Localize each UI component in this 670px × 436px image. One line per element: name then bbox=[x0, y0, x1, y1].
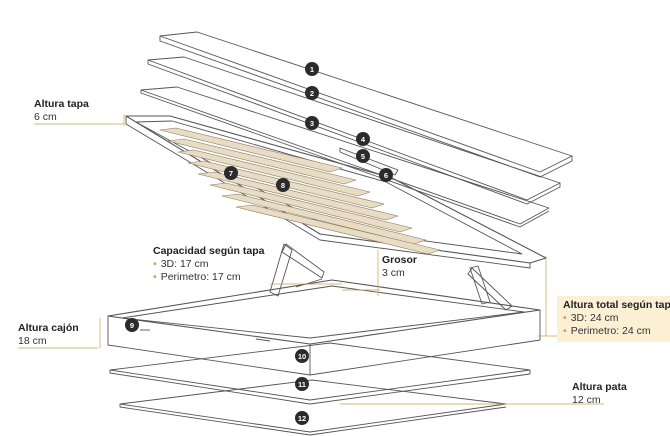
badge-12-text: 12 bbox=[298, 414, 306, 423]
label-altura-pata: Altura pata 12 cm bbox=[572, 381, 627, 407]
label-altura-total: Altura total según tapa 3D: 24 cm Perime… bbox=[557, 296, 670, 342]
label-altura-cajon-value: 18 cm bbox=[18, 335, 47, 347]
badge-4-text: 4 bbox=[361, 135, 366, 144]
label-altura-cajon-title: Altura cajón bbox=[18, 322, 79, 334]
label-grosor-value: 3 cm bbox=[382, 267, 405, 279]
piston-left bbox=[269, 243, 293, 297]
label-altura-pata-title: Altura pata bbox=[572, 381, 627, 393]
badge-7-text: 7 bbox=[229, 169, 233, 178]
label-capacidad-3d: 3D: 17 cm bbox=[153, 258, 264, 271]
badge-7: 7 bbox=[224, 166, 238, 180]
piston-right bbox=[469, 265, 491, 305]
label-altura-total-3d: 3D: 24 cm bbox=[563, 312, 670, 325]
badge-3-text: 3 bbox=[310, 119, 314, 128]
badge-4: 4 bbox=[356, 132, 370, 146]
label-altura-tapa-value: 6 cm bbox=[34, 111, 57, 123]
badge-1-text: 1 bbox=[310, 65, 314, 74]
badge-8-text: 8 bbox=[281, 181, 285, 190]
badge-2: 2 bbox=[305, 86, 319, 100]
label-altura-pata-value: 12 cm bbox=[572, 394, 601, 406]
label-capacidad-perimetro: Perimetro: 17 cm bbox=[153, 271, 264, 284]
label-grosor: Grosor 3 cm bbox=[382, 254, 417, 280]
badge-2-text: 2 bbox=[310, 89, 314, 98]
badge-12: 12 bbox=[295, 411, 309, 425]
badge-1: 1 bbox=[305, 62, 319, 76]
label-altura-total-title: Altura total según tapa bbox=[563, 299, 670, 311]
badge-6: 6 bbox=[379, 168, 393, 182]
badge-8: 8 bbox=[276, 178, 290, 192]
badge-5-text: 5 bbox=[361, 152, 365, 161]
badge-10-text: 10 bbox=[298, 352, 306, 361]
storage-box bbox=[107, 279, 541, 345]
layer-12-plate bbox=[119, 379, 507, 433]
badge-11-text: 11 bbox=[298, 380, 306, 389]
label-altura-cajon: Altura cajón 18 cm bbox=[18, 322, 79, 348]
label-altura-total-perimetro: Perimetro: 24 cm bbox=[563, 325, 670, 338]
badge-10: 10 bbox=[295, 349, 309, 363]
badge-6-text: 6 bbox=[384, 171, 388, 180]
badge-9: 9 bbox=[125, 318, 139, 332]
badge-3: 3 bbox=[305, 116, 319, 130]
layer-2-mattress bbox=[147, 56, 561, 201]
badge-9-text: 9 bbox=[130, 321, 134, 330]
label-capacidad-title: Capacidad según tapa bbox=[153, 245, 265, 257]
label-altura-tapa-title: Altura tapa bbox=[34, 98, 89, 110]
label-capacidad: Capacidad según tapa 3D: 17 cm Perimetro… bbox=[153, 245, 264, 284]
label-grosor-title: Grosor bbox=[382, 254, 418, 266]
badge-11: 11 bbox=[295, 377, 309, 391]
badge-5: 5 bbox=[356, 149, 370, 163]
label-altura-tapa: Altura tapa 6 cm bbox=[34, 98, 89, 124]
